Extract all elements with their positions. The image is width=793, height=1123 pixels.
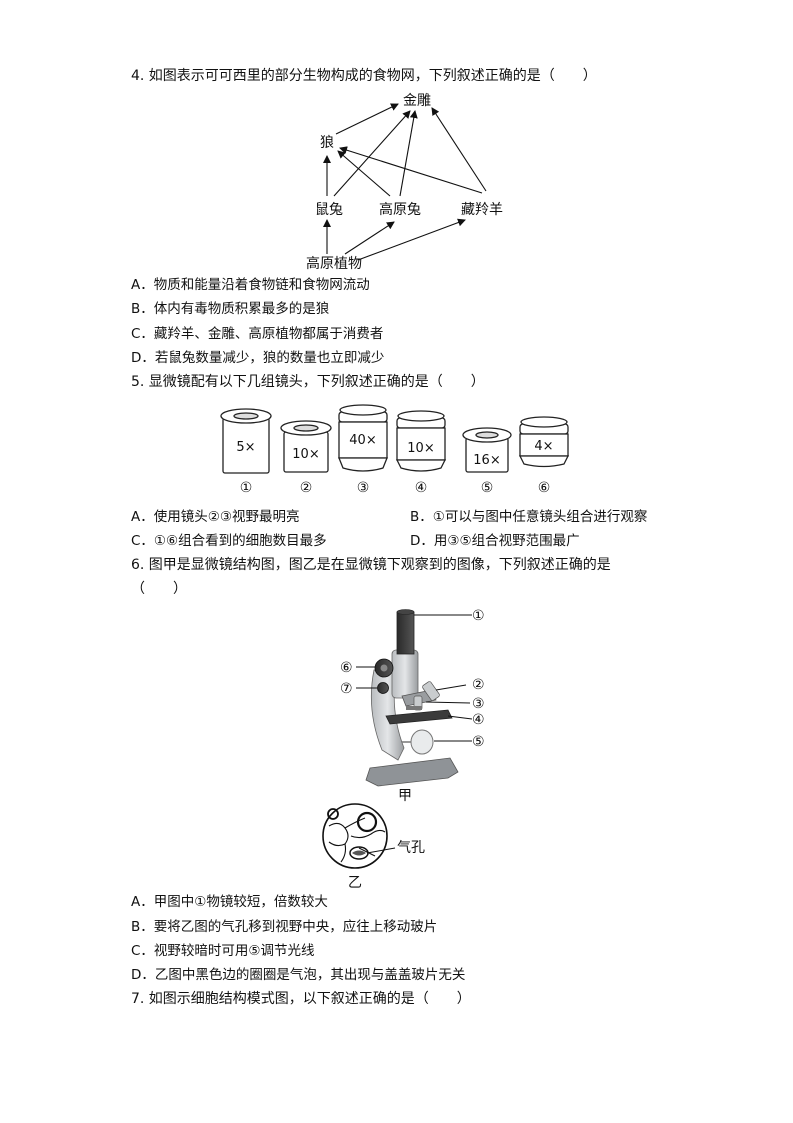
q4-stem: 4. 如图表示可可西里的部分生物构成的食物网，下列叙述正确的是（ ） (131, 68, 597, 84)
q6-option-b: B．要将乙图的气孔移到视野中央，应往上移动玻片 (131, 919, 438, 935)
food-web-arrows (323, 103, 487, 261)
microscope-diagram: ① ② ③ ④ ⑤ ⑥ ⑦ 甲 (340, 608, 485, 804)
q4-option-a: A．物质和能量沿着食物链和食物网流动 (131, 277, 370, 293)
q5-option-d: D．用③⑤组合视野范围最广 (410, 533, 580, 549)
air-bubble-small (327, 808, 339, 820)
stage-clips (406, 706, 422, 710)
microscope-base (365, 757, 459, 787)
lens-1-number: ① (240, 480, 253, 496)
callout-2: ② (472, 677, 485, 693)
q5-stem: 5. 显微镜配有以下几组镜头，下列叙述正确的是（ ） (131, 374, 485, 390)
lens-5-eyepiece (462, 427, 512, 473)
lens-6-number: ⑥ (538, 480, 551, 496)
q6-stem-line2: （ ） (131, 581, 187, 597)
q5-option-b: B．①可以与图中任意镜头组合进行观察 (410, 509, 648, 525)
q4-option-c: C．藏羚羊、金雕、高原植物都属于消费者 (131, 326, 384, 342)
node-antelope: 藏羚羊 (461, 202, 503, 218)
stage (385, 709, 453, 725)
callout-6: ⑥ (340, 660, 353, 676)
lens-2-mag: 10× (292, 447, 319, 462)
q4-option-d: D．若鼠兔数量减少，狼的数量也立即减少 (131, 350, 385, 366)
lens-4-number: ④ (415, 480, 428, 496)
lens-4-mag: 10× (407, 441, 434, 456)
q6-stem-line1: 6. 图甲是显微镜结构图，图乙是在显微镜下观察到的图像，下列叙述正确的是 (131, 557, 611, 573)
lens-set-diagram: 5× 10× 40× 10× 16× 4× ① ② ③ ④ ⑤ ⑥ (220, 404, 570, 496)
q5-option-a: A．使用镜头②③视野最明亮 (131, 509, 300, 525)
lens-3-number: ③ (357, 480, 370, 496)
q6-option-c: C．视野较暗时可用⑤调节光线 (131, 943, 315, 959)
caption-jia: 甲 (398, 788, 412, 804)
lens-2-number: ② (300, 480, 313, 496)
lens-3-objective (338, 404, 388, 472)
callout-7: ⑦ (340, 681, 353, 697)
node-plants: 高原植物 (306, 255, 362, 272)
lens-5-mag: 16× (473, 453, 500, 468)
lens-2-eyepiece (280, 420, 332, 473)
lens-4-objective (395, 410, 447, 472)
lens-1-eyepiece (220, 408, 272, 474)
stoma-label: 气孔 (397, 840, 425, 856)
callout-5: ⑤ (472, 734, 485, 750)
air-bubble-top (356, 811, 378, 833)
q4-option-b: B．体内有毒物质积累最多的是狼 (131, 301, 330, 317)
callout-4: ④ (472, 712, 485, 728)
callout-3: ③ (472, 696, 485, 712)
node-eagle: 金雕 (403, 93, 431, 109)
lens-1-mag: 5× (236, 440, 255, 455)
lens-5-number: ⑤ (481, 480, 494, 496)
eyepiece-tube (396, 611, 415, 655)
q7-stem: 7. 如图示细胞结构模式图，以下叙述正确的是（ ） (131, 991, 471, 1007)
microscope-field-view: 气孔 乙 (322, 803, 425, 891)
fine-focus-knob (377, 682, 389, 694)
objective-lens-high (422, 681, 440, 701)
lens-3-mag: 40× (349, 433, 376, 448)
caption-yi: 乙 (348, 875, 362, 891)
node-mouse-rabbit: 鼠兔 (315, 202, 343, 218)
node-plateau-hare: 高原兔 (379, 201, 421, 218)
lens-6-objective (518, 416, 570, 468)
microscope-body (391, 649, 419, 699)
mirror (410, 729, 434, 755)
lens-6-mag: 4× (534, 439, 553, 454)
q6-option-a: A．甲图中①物镜较短，倍数较大 (131, 894, 328, 910)
callout-1: ① (472, 608, 485, 624)
q5-option-c: C．①⑥组合看到的细胞数目最多 (131, 533, 327, 549)
node-wolf: 狼 (320, 135, 334, 151)
q6-option-d: D．乙图中黑色边的圈圈是气泡，其出现与盖盖玻片无关 (131, 967, 466, 983)
food-web-diagram: 金雕 狼 鼠兔 高原兔 藏羚羊 高原植物 (306, 93, 503, 272)
